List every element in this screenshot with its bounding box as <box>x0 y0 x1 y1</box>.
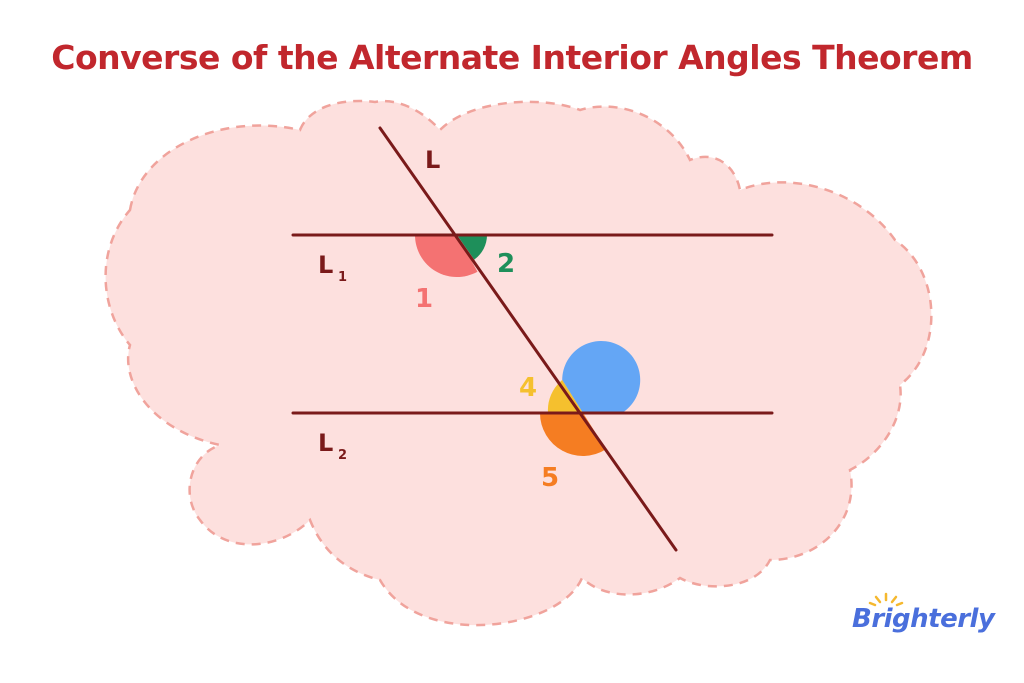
angle-arcs <box>414 235 641 456</box>
line-l2-label: L <box>318 429 333 457</box>
angle-3-arc <box>562 341 641 413</box>
angle-3-label: 3 <box>600 343 618 373</box>
brand-logo: Brighterly <box>852 592 995 648</box>
transversal-label: L <box>425 146 440 174</box>
line-l2-subscript: 2 <box>338 448 347 463</box>
line-l1-subscript: 1 <box>338 270 347 285</box>
angle-2-label: 2 <box>497 249 515 279</box>
sun-rays-icon <box>868 592 904 607</box>
line-l1-label: L <box>318 251 333 279</box>
brand-logo-text: Brighterly <box>852 604 995 634</box>
angle-1-label: 1 <box>415 284 433 314</box>
cloud-background <box>104 99 933 627</box>
page-title: Converse of the Alternate Interior Angle… <box>51 38 973 77</box>
lines <box>291 126 774 552</box>
angle-2-arc <box>457 235 487 260</box>
angle-5-label: 5 <box>541 463 559 493</box>
angle-4-label: 4 <box>519 373 537 403</box>
angle-5-arc <box>540 413 606 456</box>
transversal-line-l <box>378 126 678 552</box>
